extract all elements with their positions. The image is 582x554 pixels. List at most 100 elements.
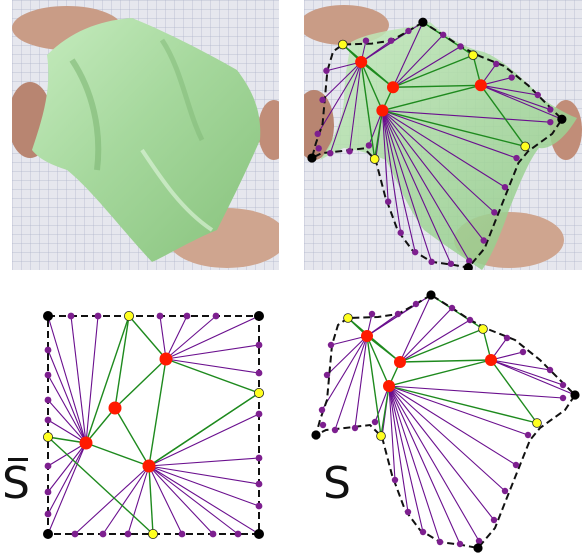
interior-vertex <box>485 354 497 366</box>
boundary-vertex <box>318 406 326 414</box>
boundary-edge <box>47 442 87 493</box>
interior-edge <box>388 359 492 387</box>
boundary-vertex <box>209 530 217 538</box>
boundary-vertex <box>456 540 464 548</box>
boundary-vertex-yellow <box>369 154 380 164</box>
boundary-vertex <box>501 487 509 495</box>
interior-edge <box>392 84 481 88</box>
boundary-edge <box>392 46 461 88</box>
boundary-vertex <box>212 312 220 320</box>
interior-vertex <box>142 459 156 473</box>
boundary-vertex <box>491 209 498 216</box>
boundary-vertex <box>512 461 520 469</box>
boundary-edge <box>70 315 87 444</box>
boundary-edge <box>148 465 239 535</box>
boundary-vertex-yellow <box>520 141 531 152</box>
boundary-edge <box>388 385 396 481</box>
boundary-vertex <box>67 312 75 320</box>
interior-edge <box>342 44 394 88</box>
interior-vertex <box>108 401 122 415</box>
boundary-vertex <box>44 371 52 379</box>
interior-edge <box>480 84 526 147</box>
interior-edge <box>430 294 484 330</box>
boundary-vertex-yellow <box>147 528 158 539</box>
boundary-edge <box>47 315 87 444</box>
boundary-vertex <box>559 394 567 402</box>
paper-photo-annotated <box>304 0 582 270</box>
boundary-vertex <box>394 310 402 318</box>
boundary-edge <box>47 374 87 444</box>
boundary-edge <box>399 319 471 363</box>
boundary-vertex <box>44 510 52 518</box>
boundary-vertex <box>94 312 102 320</box>
interior-edge <box>380 385 390 437</box>
boundary-vertex <box>412 300 420 308</box>
corner-vertex <box>43 529 53 539</box>
boundary-edge <box>165 358 260 374</box>
boundary-vertex <box>255 369 263 377</box>
boundary-vertex <box>508 74 515 81</box>
interior-edge <box>114 358 167 409</box>
boundary-edge <box>382 110 517 159</box>
interior-edge <box>114 407 150 467</box>
boundary-edge <box>165 315 188 360</box>
boundary-vertex <box>44 488 52 496</box>
boundary-edge <box>490 359 576 396</box>
boundary-vertex <box>327 341 335 349</box>
interior-edge <box>85 315 130 444</box>
boundary-vertex <box>428 258 435 266</box>
boundary-vertex <box>397 229 404 236</box>
boundary-edge <box>85 315 99 444</box>
boundary-edge <box>388 385 517 466</box>
boundary-vertex <box>319 421 327 429</box>
boundary-vertex <box>559 381 567 389</box>
boundary-edge <box>381 110 485 241</box>
boundary-edge <box>74 465 150 535</box>
boundary-edge <box>381 110 389 202</box>
boundary-vertex <box>490 516 498 524</box>
boundary-vertex <box>255 480 263 488</box>
boundary-vertex <box>546 366 554 374</box>
boundary-vertex <box>255 454 263 462</box>
boundary-edge <box>334 335 368 431</box>
boundary-vertex <box>519 348 527 356</box>
interior-edge <box>388 385 538 424</box>
boundary-vertex <box>447 260 455 267</box>
interior-edge <box>373 110 384 160</box>
boundary-edge <box>388 385 441 543</box>
curved-surface-mesh <box>311 290 580 553</box>
boundary-edge <box>326 335 368 376</box>
boundary-edge <box>360 40 392 63</box>
boundary-vertex <box>513 154 520 162</box>
boundary-edge <box>388 385 529 436</box>
dashed-boundary <box>310 21 564 269</box>
corner-vertex <box>570 390 580 400</box>
boundary-vertex <box>493 60 500 68</box>
boundary-vertex <box>319 96 326 104</box>
boundary-edge <box>388 385 564 399</box>
corner-vertex <box>307 153 317 163</box>
corner-vertex <box>43 311 53 321</box>
interior-edge <box>392 54 474 88</box>
boundary-edge <box>148 465 260 507</box>
boundary-vertex <box>547 106 554 113</box>
boundary-vertex <box>178 530 186 538</box>
boundary-vertex <box>44 416 52 424</box>
boundary-edge <box>148 465 183 535</box>
flat-domain-mesh <box>43 311 264 539</box>
paper-photo-plain <box>12 0 279 270</box>
boundary-edge <box>382 109 551 123</box>
corner-vertex <box>311 430 321 440</box>
boundary-vertex <box>99 530 107 538</box>
boundary-vertex <box>331 426 339 434</box>
boundary-vertex <box>327 150 334 157</box>
boundary-edge <box>399 294 432 363</box>
interior-edge <box>165 358 260 394</box>
boundary-vertex <box>315 145 322 152</box>
boundary-vertex <box>368 310 376 318</box>
boundary-edge <box>388 385 461 545</box>
boundary-vertex <box>466 257 473 265</box>
boundary-edge <box>321 335 368 411</box>
interior-edge <box>128 315 167 360</box>
boundary-edge <box>392 34 444 88</box>
